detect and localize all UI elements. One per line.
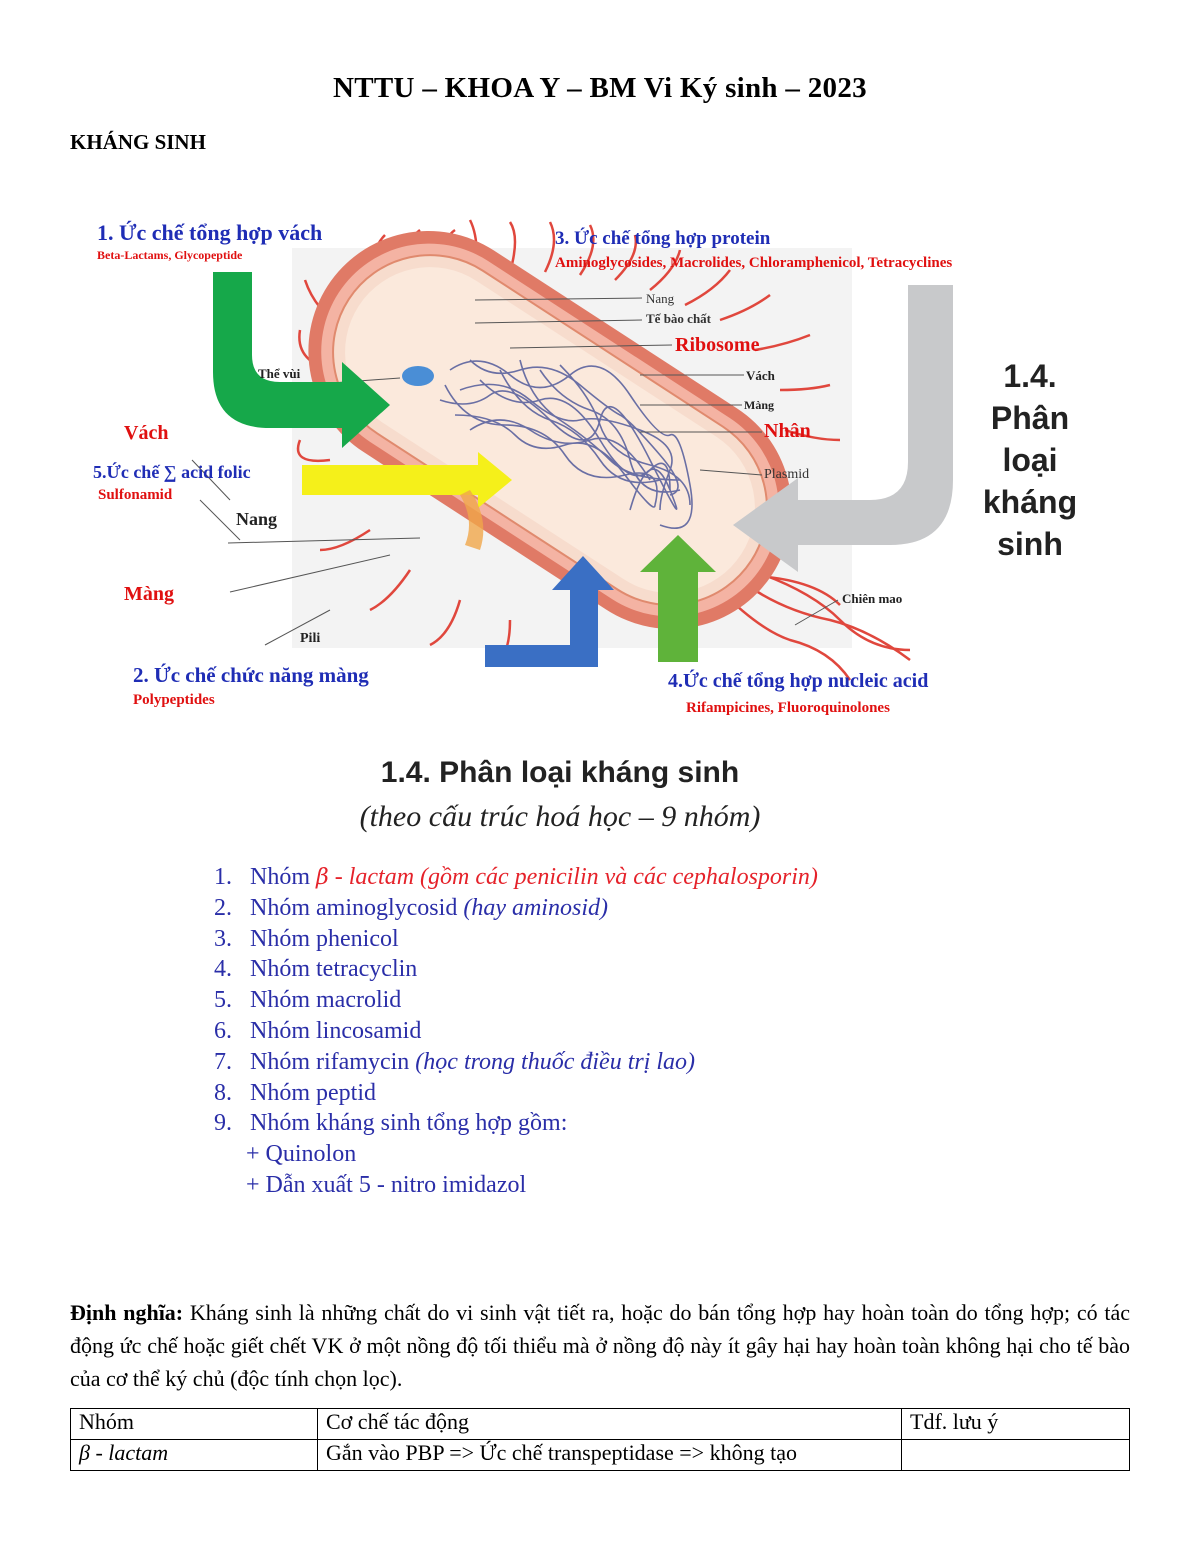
arrow-3-gray	[733, 285, 953, 572]
side-title-line: 1.4.	[1003, 358, 1057, 394]
sub-list-item: + Quinolon	[246, 1141, 357, 1168]
table-cell: Gắn vào PBP => Ức chế transpeptidase => …	[317, 1439, 902, 1471]
list-item-number: 5.	[214, 987, 232, 1014]
list-item: 3. Nhóm phenicol	[214, 924, 818, 955]
classification-subtitle: (theo cấu trúc hoá học – 9 nhóm)	[359, 800, 761, 833]
label-mang: Màng	[124, 583, 174, 605]
section-title: KHÁNG SINH	[70, 130, 206, 154]
mechanism-1-drugs: Beta-Lactams, Glycopeptide	[97, 248, 243, 262]
inner-label-nhan: Nhân	[764, 420, 811, 442]
list-item: 6. Nhóm lincosamid	[214, 1016, 818, 1047]
list-item-number: 8.	[214, 1079, 232, 1106]
list-item: 8. Nhóm peptid	[214, 1078, 818, 1109]
list-item-number: 7.	[214, 1048, 232, 1075]
list-item-number: 4.	[214, 956, 232, 983]
mechanism-4-drugs: Rifampicines, Fluoroquinolones	[686, 700, 890, 716]
list-item-text: Nhóm peptid	[250, 1079, 376, 1106]
list-item-number: 9.	[214, 1110, 232, 1137]
nucleoid	[439, 359, 693, 529]
sub-list-item: + Dẫn xuất 5 - nitro imidazol	[246, 1171, 527, 1198]
list-item: 1. Nhóm β - lactam (gồm các penicilin và …	[214, 862, 818, 893]
beta-symbol: β	[316, 865, 329, 890]
list-item: 2. Nhóm aminoglycosid (hay aminosid)	[214, 893, 818, 924]
inner-label-ribosome: Ribosome	[675, 334, 760, 356]
arrow-4-green	[640, 535, 716, 662]
leader-lines	[191, 297, 839, 646]
table-header: Cơ chế tác động	[317, 1408, 902, 1440]
table-header: Tdf. lưu ý	[901, 1408, 1130, 1440]
list-item-text: Nhóm macrolid	[250, 987, 402, 1014]
mechanism-3-title: 3. Ức chế tổng hợp protein	[555, 228, 771, 249]
side-title-line: loại	[1002, 442, 1058, 478]
cell-body	[308, 231, 792, 629]
table-cell	[901, 1439, 1130, 1471]
definition-paragraph: Định nghĩa: Kháng sinh là những chất do …	[70, 1296, 1130, 1395]
table-cell: β - lactam	[70, 1439, 318, 1471]
side-title-line: sinh	[997, 526, 1063, 562]
mechanism-5-title: 5.Ức chế ∑ acid folic	[93, 462, 251, 482]
inner-label-vach: Vách	[746, 368, 775, 383]
list-item-note: (học trong thuốc điều trị lao)	[409, 1048, 696, 1075]
list-item: 4. Nhóm tetracyclin	[214, 954, 818, 985]
bacterium-illustration	[191, 219, 953, 681]
arrow-2-blue	[485, 556, 614, 667]
table-header: Nhóm	[70, 1408, 318, 1440]
list-item-note: (hay aminosid)	[457, 894, 608, 921]
list-item: 9. Nhóm kháng sinh tổng hợp gồm:	[214, 1108, 818, 1139]
table-header-row: Nhóm Cơ chế tác động Tdf. lưu ý	[70, 1408, 1130, 1440]
inner-label-plasmid: Plasmid	[764, 467, 810, 482]
definition-label: Định nghĩa:	[70, 1300, 184, 1325]
list-item-text: Nhóm lincosamid	[250, 1017, 422, 1044]
list-item-text: Nhóm kháng sinh tổng hợp gồm:	[250, 1110, 568, 1137]
list-item-number: 2.	[214, 894, 232, 921]
arrow-5-yellow	[302, 452, 512, 508]
list-item-text: Nhóm tetracyclin	[250, 956, 418, 983]
side-title-line: Phân	[990, 400, 1070, 436]
list-item-text: Nhóm aminoglycosid	[250, 894, 458, 921]
label-pili: Pili	[300, 631, 321, 646]
side-title: 1.4. Phân loại kháng sinh	[965, 355, 1095, 565]
list-item-text: Nhóm phenicol	[250, 925, 399, 952]
list-item-text: Nhóm	[250, 864, 316, 890]
inner-label-nang: Nang	[646, 291, 675, 306]
list-item-number: 6.	[214, 1017, 232, 1044]
list-item: 5. Nhóm macrolid	[214, 985, 818, 1016]
inclusion-body	[402, 366, 434, 386]
mechanism-4-title: 4.Ức chế tổng hợp nucleic acid	[668, 670, 929, 692]
page-header: NTTU – KHOA Y – BM Vi Ký sinh – 2023	[333, 72, 867, 104]
antibiotic-mechanism-diagram: 1. Ức chế tổng hợp vách Beta-Lactams, Gl…	[80, 200, 1120, 740]
inner-label-mang: Màng	[744, 398, 774, 412]
label-chien-mao: Chiên mao	[842, 591, 903, 606]
arrow-1-green	[213, 272, 390, 448]
mechanism-3-drugs: Aminoglycosides, Macrolides, Chloramphen…	[555, 255, 953, 271]
inner-label-te-bao-chat: Tế bào chất	[646, 311, 711, 326]
side-title-line: kháng	[982, 484, 1078, 520]
mechanism-2-title: 2. Ức chế chức năng màng	[133, 663, 369, 687]
classification-title: 1.4. Phân loại kháng sinh	[380, 756, 740, 789]
list-item-text: Nhóm rifamycin	[250, 1048, 410, 1075]
definition-text: Kháng sinh là những chất do vi sinh vật …	[70, 1300, 1130, 1391]
list-item-red-text: - lactam	[328, 864, 415, 890]
classification-list: 1. Nhóm β - lactam (gồm các penicilin và …	[214, 862, 818, 1201]
antibiotic-table: Nhóm Cơ chế tác động Tdf. lưu ý β - lact…	[70, 1408, 1130, 1471]
label-nang: Nang	[236, 509, 278, 529]
mechanism-5-drugs: Sulfonamid	[98, 487, 173, 503]
list-item-note: (gồm các penicilin và các cephalosporin)	[414, 864, 818, 890]
inner-label-the-vui: Thể vùi	[258, 366, 301, 381]
list-item: 7. Nhóm rifamycin (học trong thuốc điều t…	[214, 1047, 818, 1078]
mechanism-1-title: 1. Ức chế tổng hợp vách	[97, 220, 323, 245]
list-item-number: 1.	[214, 864, 232, 890]
list-item-number: 3.	[214, 925, 232, 952]
label-vach: Vách	[124, 422, 169, 444]
table-row: β - lactam Gắn vào PBP => Ức chế transpe…	[70, 1439, 1130, 1471]
mechanism-2-drugs: Polypeptides	[133, 692, 215, 708]
